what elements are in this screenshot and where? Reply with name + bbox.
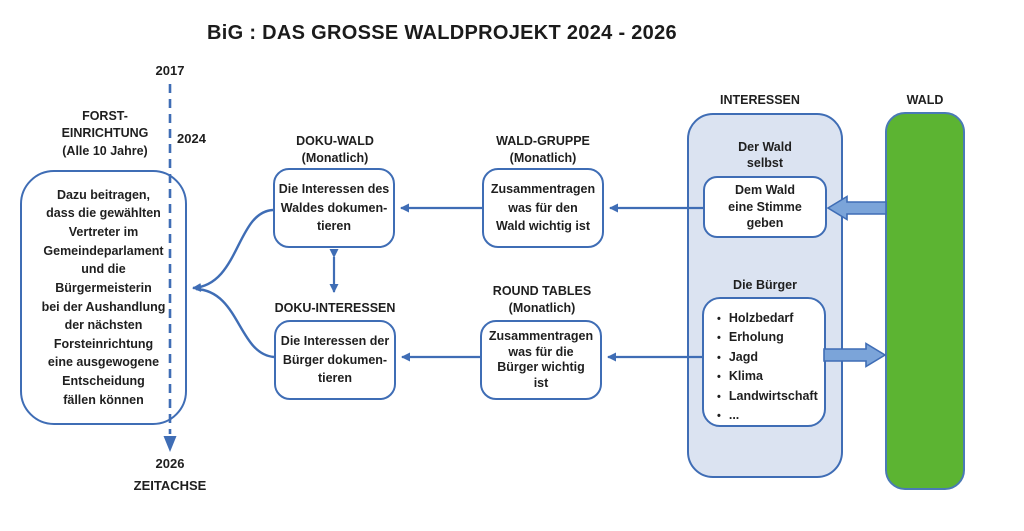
timeline-year-2026: 2026 [155,456,185,471]
timeline-year-2017: 2017 [155,63,185,78]
wald-gruppe-box: Zusammentragen was für den Wald wichtig … [482,168,604,248]
die-buerger-label: Die Bürger [733,278,797,292]
der-wald-selbst-label: Der Wald selbst [738,140,792,171]
wald-gruppe-heading: WALD-GRUPPE (Monatlich) [496,134,590,166]
wald-gruppe-text: Zusammentragen was für den Wald wichtig … [490,181,596,234]
page-title: BiG : DAS GROSSE WALDPROJEKT 2024 - 2026 [207,22,677,44]
round-tables-heading: ROUND TABLES (Monatlich) [492,284,592,316]
list-item: Jagd [717,348,818,367]
list-item: Holzbedarf [717,309,818,328]
die-buerger-box: Holzbedarf Erholung Jagd Klima Landwirts… [702,297,826,427]
timeline-year-2024: 2024 [177,131,206,146]
dem-wald-stimme-text: Dem Wald eine Stimme geben [728,183,802,231]
doku-interessen-box: Die Interessen der Bürger dokumen- tiere… [274,320,396,400]
list-item: Klima [717,367,818,386]
dem-wald-stimme-box: Dem Wald eine Stimme geben [703,176,827,238]
doku-interessen-heading: DOKU-INTERESSEN [274,301,396,315]
timeline-axis-label: ZEITACHSE [133,478,207,493]
round-tables-text: Zusammentragen was für die Bürger wichti… [488,329,594,390]
buerger-interessen-list: Holzbedarf Erholung Jagd Klima Landwirts… [704,309,824,425]
doku-wald-heading: DOKU-WALD (Monatlich) [296,134,374,166]
wald-heading: WALD [906,93,944,107]
doku-to-goal-connectors [192,208,275,359]
forst-einrichtung-heading: FORST- EINRICHTUNG (Alle 10 Jahre) [61,109,149,158]
round-tables-box: Zusammentragen was für die Bürger wichti… [480,320,602,400]
list-item: Erholung [717,328,818,347]
list-item: Landwirtschaft [717,387,818,406]
doku-wald-text: Die Interessen des Waldes dokumen- tiere… [278,181,390,234]
doku-interessen-text: Die Interessen der Bürger dokumen- tiere… [280,333,390,386]
list-item: ... [717,406,818,425]
interessen-heading: INTERESSEN [720,93,800,107]
wald-green-box [885,112,965,490]
timeline-arrowhead [163,436,177,452]
doku-wald-box: Die Interessen des Waldes dokumen- tiere… [273,168,395,248]
forst-goal-box: Dazu beitragen, dass die gewählten Vertr… [20,170,187,425]
forst-goal-text: Dazu beitragen, dass die gewählten Vertr… [41,187,166,407]
